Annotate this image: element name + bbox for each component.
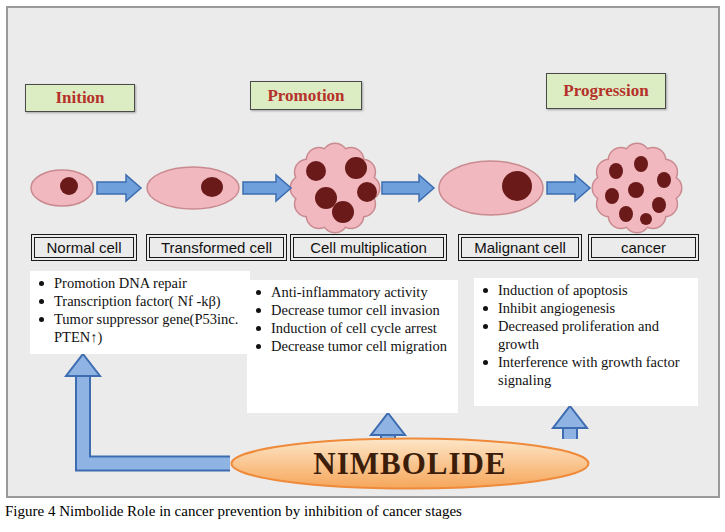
malignant-cell-drawing bbox=[439, 161, 543, 215]
cell-label-box: Cell multiplication bbox=[290, 234, 447, 261]
arrow-head bbox=[553, 406, 587, 428]
stage-label: Progression bbox=[546, 73, 666, 109]
cell-label-box: cancer bbox=[588, 234, 699, 261]
normal-cell-drawing bbox=[31, 170, 93, 206]
bullet-text: Promotion DNA repair bbox=[54, 275, 187, 291]
bullet-dot bbox=[483, 360, 488, 365]
bullet-item: Induction of cell cycle arrest bbox=[247, 319, 449, 337]
cell-name: Malignant cell bbox=[474, 239, 566, 256]
bullet-dot bbox=[39, 299, 44, 304]
bullet-item: Interference with growth factor signalin… bbox=[474, 353, 688, 389]
bullet-text: Induction of cell cycle arrest bbox=[271, 320, 437, 336]
ellipse-shape bbox=[232, 439, 589, 489]
bullet-item: Promotion DNA repair bbox=[30, 274, 239, 292]
stage-name: Inition bbox=[55, 88, 104, 108]
cell-name: Transformed cell bbox=[161, 239, 272, 256]
bullet-item: Decrease tumor cell invasion bbox=[247, 301, 449, 319]
bullet-item: Inhibit angiogenesis bbox=[474, 299, 688, 317]
bullet-dot bbox=[483, 288, 488, 293]
effects-box: Promotion DNA repairTranscription factor… bbox=[30, 271, 250, 354]
stage-arrow bbox=[547, 175, 590, 201]
bullet-dot bbox=[256, 326, 261, 331]
cell-name: Normal cell bbox=[46, 239, 121, 256]
cancer-drawing bbox=[593, 144, 681, 232]
stage-label: Inition bbox=[25, 84, 135, 112]
cell-label-box: Transformed cell bbox=[146, 234, 287, 261]
effects-box: Induction of apoptosisInhibit angiogenes… bbox=[474, 278, 698, 406]
cell-name: Cell multiplication bbox=[310, 239, 427, 256]
arrow-shaft bbox=[564, 427, 576, 439]
arrow-shaft bbox=[83, 375, 230, 464]
bullet-item: Induction of apoptosis bbox=[474, 281, 688, 299]
stage-arrow bbox=[97, 175, 141, 201]
bullet-text: Decrease tumor cell invasion bbox=[271, 302, 440, 318]
cell-label-box: Normal cell bbox=[31, 234, 137, 261]
arrow-head bbox=[66, 354, 100, 376]
bullet-text: Inhibit angiogenesis bbox=[498, 300, 615, 316]
inhibition-arrow bbox=[553, 406, 587, 439]
agent-name: NIMBOLIDE bbox=[313, 446, 506, 482]
arrow-shaft bbox=[562, 427, 578, 439]
inhibition-arrow bbox=[66, 354, 230, 464]
figure-caption: Figure 4 Nimbolide Role in cancer preven… bbox=[5, 503, 462, 520]
bullet-dot bbox=[39, 317, 44, 322]
bullet-dot bbox=[256, 344, 261, 349]
inhibition-arrow bbox=[371, 413, 405, 439]
bullet-dot bbox=[39, 281, 44, 286]
bullet-text: Decreased proliferation and growth bbox=[498, 318, 659, 352]
stage-name: Progression bbox=[563, 81, 648, 101]
bullet-text: Decrease tumor cell migration bbox=[271, 338, 447, 354]
cell-name: cancer bbox=[621, 239, 666, 256]
bullet-item: Decrease tumor cell migration bbox=[247, 337, 449, 355]
stage-arrow bbox=[382, 175, 434, 201]
figure-frame bbox=[7, 7, 719, 497]
bullet-dot bbox=[483, 324, 488, 329]
cell-label-box: Malignant cell bbox=[458, 234, 582, 261]
agent-ellipse: NIMBOLIDE bbox=[230, 437, 590, 490]
arrow-shaft bbox=[83, 375, 230, 464]
transformed-cell-drawing bbox=[147, 167, 239, 209]
stage-label: Promotion bbox=[250, 81, 362, 110]
bullet-text: Anti-inflammatory activity bbox=[271, 284, 428, 300]
bullet-item: Transcription factor( Nf -kβ) bbox=[30, 292, 239, 310]
bullet-dot bbox=[256, 290, 261, 295]
stage-arrow bbox=[243, 175, 291, 201]
bullet-text: Induction of apoptosis bbox=[498, 282, 628, 298]
effects-box: Anti-inflammatory activityDecrease tumor… bbox=[247, 280, 458, 413]
bullet-dot bbox=[483, 306, 488, 311]
bullet-item: Tumor suppressor gene(P53inc. PTEN↑) bbox=[30, 310, 239, 346]
bullet-item: Decreased proliferation and growth bbox=[474, 317, 688, 353]
bullet-dot bbox=[256, 308, 261, 313]
bullet-text: Transcription factor( Nf -kβ) bbox=[54, 293, 221, 309]
bullet-item: Anti-inflammatory activity bbox=[247, 283, 449, 301]
multiplying-cell-drawing bbox=[291, 144, 379, 232]
arrow-head bbox=[371, 413, 405, 435]
bullet-text: Interference with growth factor signalin… bbox=[498, 354, 680, 388]
stage-name: Promotion bbox=[267, 86, 344, 106]
bullet-text: Tumor suppressor gene(P53inc. PTEN↑) bbox=[54, 311, 238, 345]
